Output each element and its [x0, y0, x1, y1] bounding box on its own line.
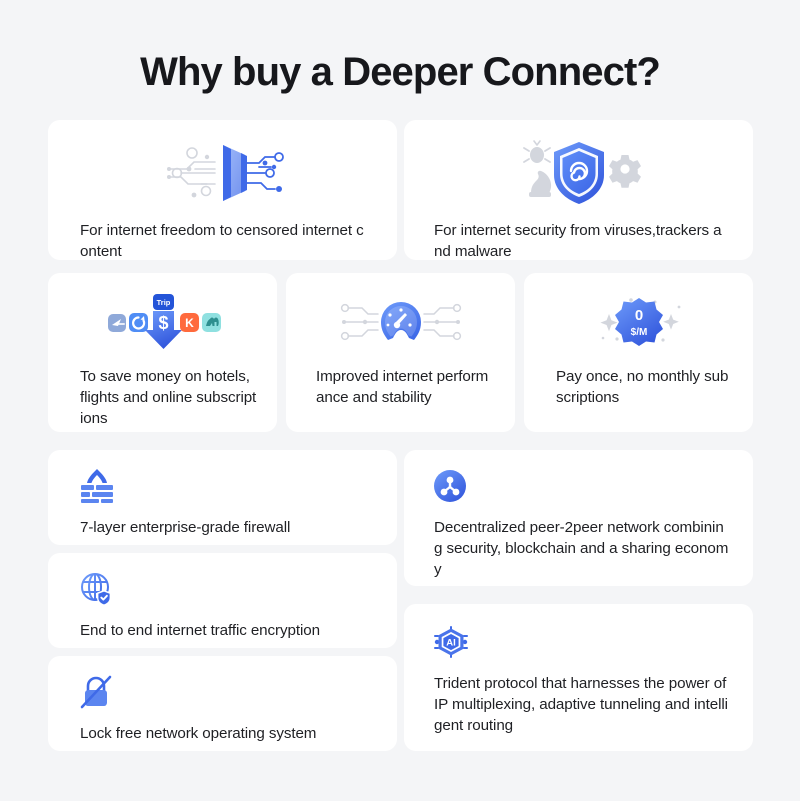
- page-title: Why buy a Deeper Connect?: [140, 50, 661, 94]
- dollar-arrow-apps-icon: Trip $ K: [48, 291, 277, 353]
- peer-network-nodes-icon: [434, 466, 753, 506]
- svg-text:0: 0: [634, 307, 642, 324]
- svg-text:$: $: [158, 313, 168, 333]
- card-lock-free[interactable]: Lock free network operating system: [48, 656, 397, 751]
- card-lock-free-text: Lock free network operating system: [80, 725, 317, 742]
- card-p2p-network[interactable]: Decentralized peer-2peer network combini…: [404, 450, 753, 586]
- shield-swirl-icon: [404, 137, 753, 209]
- globe-shield-check-icon: [80, 569, 397, 609]
- card-internet-security[interactable]: For internet security from viruses,track…: [404, 120, 753, 260]
- card-internet-freedom-text: For internet freedom to censored interne…: [80, 222, 364, 260]
- lock-crossed-out-icon: [80, 672, 397, 712]
- card-internet-freedom[interactable]: For internet freedom to censored interne…: [48, 120, 397, 260]
- card-pay-once[interactable]: 0 $/M Pay once, no monthly subscriptions: [524, 273, 753, 432]
- svg-text:$/M: $/M: [630, 327, 647, 338]
- card-pay-once-text: Pay once, no monthly subscriptions: [556, 368, 729, 406]
- ai-chip-icon: AI: [434, 622, 753, 662]
- svg-text:AI: AI: [446, 638, 456, 649]
- svg-text:Trip: Trip: [156, 298, 170, 307]
- zero-per-month-badge-icon: 0 $/M: [524, 291, 753, 353]
- card-save-money-text: To save money on hotels, flights and onl…: [80, 368, 257, 427]
- speedometer-circuit-icon: [286, 291, 515, 353]
- card-save-money[interactable]: Trip $ K To save money on hotels, flight…: [48, 273, 277, 432]
- firewall-brickwall-icon: [80, 466, 397, 506]
- card-encryption-text: End to end internet traffic encryption: [80, 622, 320, 639]
- svg-text:K: K: [185, 316, 194, 330]
- card-internet-security-text: For internet security from viruses,track…: [434, 222, 722, 260]
- card-encryption[interactable]: End to end internet traffic encryption: [48, 553, 397, 648]
- card-performance[interactable]: Improved internet performance and stabil…: [286, 273, 515, 432]
- card-trident-protocol-text: Trident protocol that harnesses the powe…: [434, 675, 728, 734]
- card-trident-protocol[interactable]: AI Trident protocol that harnesses the p…: [404, 604, 753, 751]
- card-firewall[interactable]: 7-layer enterprise-grade firewall: [48, 450, 397, 545]
- card-firewall-text: 7-layer enterprise-grade firewall: [80, 519, 291, 536]
- card-p2p-network-text: Decentralized peer-2peer network combini…: [434, 519, 729, 578]
- circuit-gateway-icon: [48, 137, 397, 209]
- card-performance-text: Improved internet performance and stabil…: [316, 368, 489, 406]
